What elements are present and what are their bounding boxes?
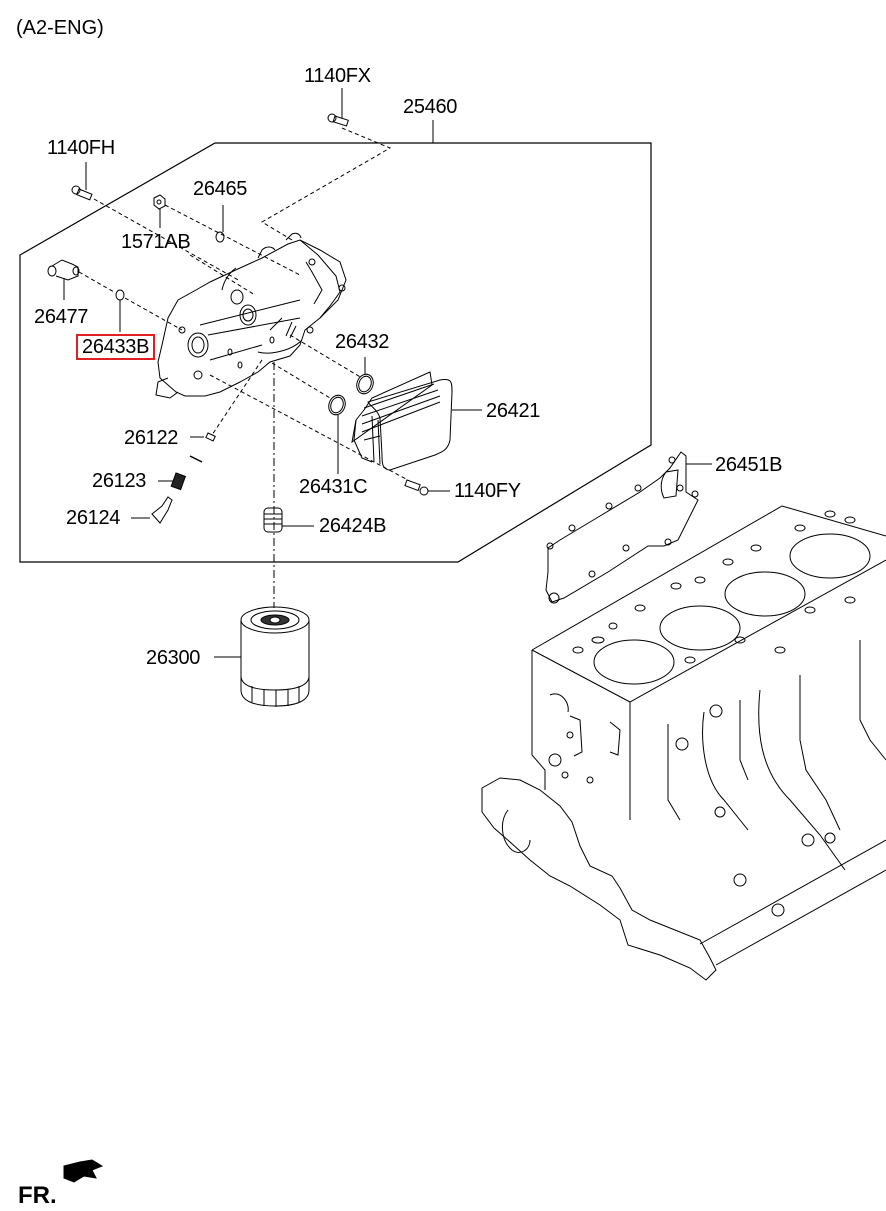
callout-26433b-highlighted[interactable]: 26433B — [75, 334, 156, 360]
callout-26431c[interactable]: 26431C — [299, 476, 368, 498]
gasket-26451b-icon[interactable] — [546, 452, 712, 603]
front-direction-label: FR. — [18, 1182, 57, 1209]
callout-25460[interactable]: 25460 — [403, 96, 458, 118]
diagram-title: (A2-ENG) — [16, 17, 104, 39]
callout-26122[interactable]: 26122 — [124, 427, 179, 449]
callout-26424b[interactable]: 26424B — [319, 515, 387, 537]
ring-26465-icon[interactable] — [190, 205, 255, 295]
elbow-26477-icon[interactable] — [48, 260, 114, 300]
bolt-1140fx-icon[interactable] — [328, 88, 348, 126]
callout-26432[interactable]: 26432 — [335, 331, 390, 353]
front-arrow-icon — [64, 1160, 102, 1182]
phantom-line-26431c — [272, 363, 330, 398]
bolt-1140fy-icon[interactable] — [405, 480, 450, 495]
callout-26451b[interactable]: 26451B — [715, 454, 783, 476]
phantom-line-cooler — [210, 375, 408, 480]
callout-1140fh[interactable]: 1140FH — [47, 137, 115, 159]
pin-line-icon — [190, 456, 202, 462]
pin-26122-icon[interactable] — [190, 433, 215, 441]
spring-26123-icon[interactable] — [158, 473, 185, 490]
oring-26431c-icon[interactable] — [326, 393, 348, 474]
callout-1140fy[interactable]: 1140FY — [454, 480, 521, 502]
callout-26124[interactable]: 26124 — [66, 507, 121, 529]
group-boundary — [20, 143, 651, 562]
phantom-line-26122 — [212, 360, 262, 435]
phantom-line-group — [262, 128, 390, 240]
oring-26432-icon[interactable] — [354, 357, 376, 396]
callout-26465[interactable]: 26465 — [193, 178, 248, 200]
oil-cooler-26421-icon[interactable] — [352, 372, 482, 470]
oil-filter-26300-icon[interactable] — [214, 607, 309, 707]
callout-26123[interactable]: 26123 — [92, 470, 147, 492]
callout-1140fx[interactable]: 1140FX — [304, 65, 371, 87]
callout-26477[interactable]: 26477 — [34, 306, 89, 328]
nut-1571ab-icon[interactable] — [154, 195, 300, 275]
plug-26124-icon[interactable] — [131, 497, 172, 523]
callout-26300[interactable]: 26300 — [146, 647, 201, 669]
callout-1571ab[interactable]: 1571AB — [121, 231, 191, 253]
housing-25460-icon[interactable] — [156, 233, 346, 398]
fitting-26424b-icon[interactable] — [264, 508, 314, 532]
oring-26433b-icon[interactable] — [116, 290, 182, 332]
callout-26421[interactable]: 26421 — [486, 400, 541, 422]
engine-block-icon — [482, 506, 886, 980]
bolt-1140fh-icon[interactable] — [72, 162, 240, 281]
